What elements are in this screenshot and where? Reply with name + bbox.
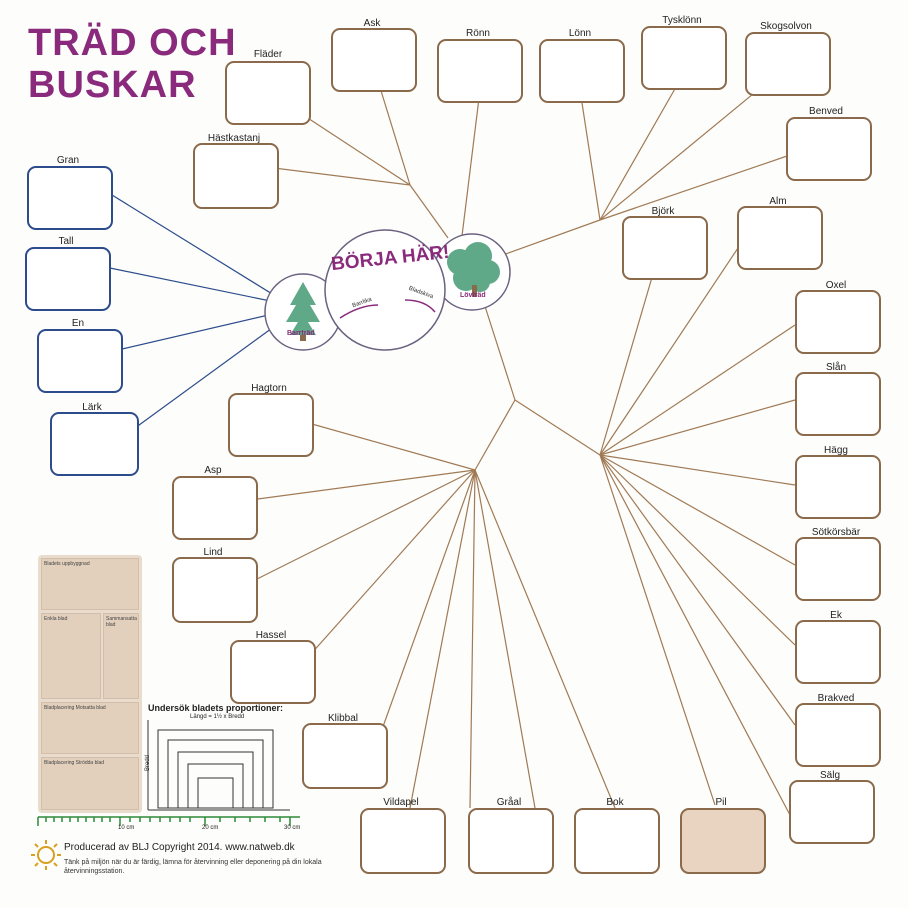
page-title: TRÄD OCH BUSKAR [28, 22, 237, 106]
card-pil[interactable] [680, 808, 766, 874]
footer-note: Tänk på miljön när du är färdig, lämna f… [64, 859, 322, 875]
label-ek: Ek [830, 610, 842, 621]
card-skogsolvon[interactable] [745, 32, 831, 96]
label-en: En [71, 318, 85, 329]
label-ask: Ask [363, 18, 381, 29]
label-benved: Benved [809, 106, 843, 117]
title-line-2: BUSKAR [28, 64, 197, 106]
key-leaf-structure: Bladets uppbyggnad [41, 558, 139, 610]
conifer-label[interactable]: Barrträd [287, 330, 315, 337]
label-pil: Pil [715, 797, 727, 808]
label-gran: Gran [56, 155, 80, 166]
card-benved[interactable] [786, 117, 872, 181]
ruler [37, 816, 300, 826]
label-tall: Tall [58, 236, 74, 247]
label-slan: Slån [825, 362, 846, 373]
card-hagtorn[interactable] [228, 393, 314, 457]
card-bjork[interactable] [622, 216, 708, 280]
card-brakved[interactable] [795, 703, 881, 767]
card-bok[interactable] [574, 808, 660, 874]
ruler-20cm: 20 cm [202, 825, 219, 831]
label-hastkastanj: Hästkastanj [207, 133, 261, 144]
card-slan[interactable] [795, 372, 881, 436]
card-en[interactable] [37, 329, 123, 393]
card-ronn[interactable] [437, 39, 523, 103]
label-sotkorsbar: Sötkörsbär [811, 527, 861, 538]
proportion-diagram [147, 720, 290, 811]
leaf-key-panel: Bladets uppbyggnad Enkla blad Sammansatt… [38, 555, 142, 813]
card-tall[interactable] [25, 247, 111, 311]
card-gran[interactable] [27, 166, 113, 230]
card-ask[interactable] [331, 28, 417, 92]
label-lark: Lärk [82, 402, 102, 413]
card-lark[interactable] [50, 412, 139, 476]
proportion-subtitle: Längd = 1½ x Bredd [190, 714, 245, 720]
key-opposite-leaves: Bladplacering Motsatta blad [41, 702, 139, 754]
label-lonn: Lönn [568, 28, 592, 39]
card-sotkorsbar[interactable] [795, 537, 881, 601]
card-oxel[interactable] [795, 290, 881, 354]
card-asp[interactable] [172, 476, 258, 540]
label-brakved: Brakved [817, 693, 855, 704]
label-flader: Fläder [253, 49, 283, 60]
label-hagtorn: Hagtorn [251, 383, 287, 394]
key-simple-leaves: Enkla blad [41, 613, 101, 699]
ruler-30cm: 30 cm [284, 825, 301, 831]
label-ronn: Rönn [466, 28, 490, 39]
label-bjork: Björk [651, 206, 675, 217]
card-vildapel[interactable] [360, 808, 446, 874]
deciduous-icon [447, 242, 500, 297]
card-lonn[interactable] [539, 39, 625, 103]
card-graal[interactable] [468, 808, 554, 874]
label-asp: Asp [204, 465, 222, 476]
card-hassel[interactable] [230, 640, 316, 704]
label-bok: Bok [606, 797, 624, 808]
card-tysklonn[interactable] [641, 26, 727, 90]
card-salg[interactable] [789, 780, 875, 844]
label-vildapel: Vildapel [383, 797, 419, 808]
proportion-title: Undersök bladets proportioner: [148, 703, 284, 713]
label-skogsolvon: Skogsolvon [760, 21, 812, 32]
card-hagg[interactable] [795, 455, 881, 519]
card-hastkastanj[interactable] [193, 143, 279, 209]
card-klibbal[interactable] [302, 723, 388, 789]
card-ek[interactable] [795, 620, 881, 684]
logo-icon [31, 840, 61, 870]
deciduous-label[interactable]: Lövträd [460, 292, 486, 299]
conifer-icon [286, 282, 320, 341]
title-line-1: TRÄD OCH [28, 22, 237, 64]
label-alm: Alm [769, 196, 787, 207]
label-graal: Gråal [496, 797, 522, 808]
key-compound-leaves: Sammansatta blad [103, 613, 139, 699]
card-flader[interactable] [225, 61, 311, 125]
key-alternate-leaves: Bladplacering Strödda blad [41, 757, 139, 810]
label-tysklonn: Tysklönn [662, 15, 702, 26]
card-alm[interactable] [737, 206, 823, 270]
ruler-10cm: 10 cm [118, 825, 135, 831]
label-klibbal: Klibbal [327, 713, 359, 724]
label-oxel: Oxel [825, 280, 847, 291]
proportion-width-label: Bredd [145, 754, 152, 772]
deciduous-branches [249, 54, 796, 816]
label-hagg: Hägg [824, 445, 848, 456]
conifer-branches [109, 194, 291, 429]
label-salg: Sälg [819, 770, 840, 781]
label-lind: Lind [203, 547, 223, 558]
card-lind[interactable] [172, 557, 258, 623]
footer-credit: Producerad av BLJ Copyright 2014. www.na… [64, 842, 295, 853]
label-hassel: Hassel [255, 630, 287, 641]
